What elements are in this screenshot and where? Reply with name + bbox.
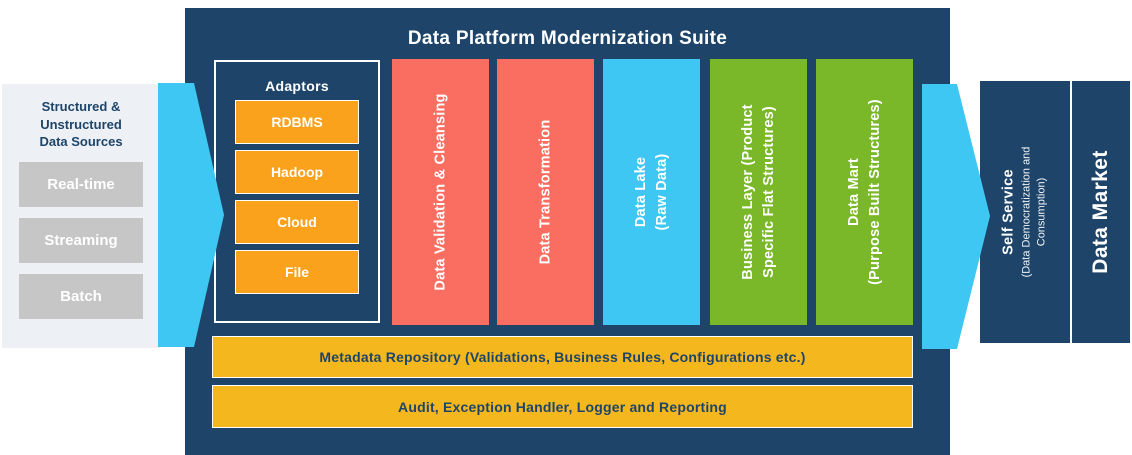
metadata-repository-bar: Metadata Repository (Validations, Busine… <box>212 336 913 378</box>
self-service-subtitle: (Data Democratization and Consumption) <box>1020 146 1048 278</box>
self-service-title: Self Service <box>1000 169 1017 255</box>
right-flow-arrow-icon <box>922 84 990 349</box>
audit-exception-bar: Audit, Exception Handler, Logger and Rep… <box>212 385 913 428</box>
output-panel: Self Service (Data Democratization and C… <box>978 79 1132 345</box>
column-business-layer: Business Layer (Product Specific Flat St… <box>710 59 807 325</box>
column-label: Data Validation & Cleansing <box>431 93 448 291</box>
audit-exception-label: Audit, Exception Handler, Logger and Rep… <box>398 398 727 415</box>
data-market-label: Data Market <box>1089 150 1112 274</box>
source-item-realtime: Real-time <box>19 161 143 207</box>
output-divider <box>1070 81 1072 343</box>
data-market-section: Data Market <box>1072 81 1130 343</box>
self-service-label-group: Self Service (Data Democratization and C… <box>1001 87 1050 337</box>
source-item-batch: Batch <box>19 273 143 319</box>
source-item-streaming: Streaming <box>19 217 143 263</box>
column-data-mart: Data Mart (Purpose Built Structures) <box>816 59 913 325</box>
column-data-validation-cleansing: Data Validation & Cleansing <box>392 59 489 325</box>
self-service-section: Self Service (Data Democratization and C… <box>980 81 1070 343</box>
left-flow-arrow-icon <box>158 83 224 347</box>
suite-panel: Data Platform Modernization Suite Adapto… <box>185 8 950 455</box>
metadata-repository-label: Metadata Repository (Validations, Busine… <box>319 349 806 365</box>
adaptor-item-cloud: Cloud <box>235 200 359 244</box>
column-label: Data Mart (Purpose Built Structures) <box>845 99 883 285</box>
column-data-transformation: Data Transformation <box>497 59 594 325</box>
adaptor-item-rdbms: RDBMS <box>235 100 359 144</box>
column-label: Business Layer (Product Specific Flat St… <box>739 104 777 280</box>
column-label: Data Transformation <box>536 119 553 265</box>
suite-title: Data Platform Modernization Suite <box>407 28 728 49</box>
adaptors-title: Adaptors <box>265 78 329 94</box>
adaptor-item-hadoop: Hadoop <box>235 150 359 194</box>
adaptor-item-file: File <box>235 250 359 294</box>
data-sources-heading: Structured & Unstructured Data Sources <box>39 99 123 150</box>
data-sources-panel: Structured & Unstructured Data Sources R… <box>2 84 160 348</box>
column-data-lake: Data Lake (Raw Data) <box>603 59 700 325</box>
column-label: Data Lake (Raw Data) <box>632 153 670 231</box>
adaptors-box: Adaptors RDBMS Hadoop Cloud File <box>214 60 380 323</box>
